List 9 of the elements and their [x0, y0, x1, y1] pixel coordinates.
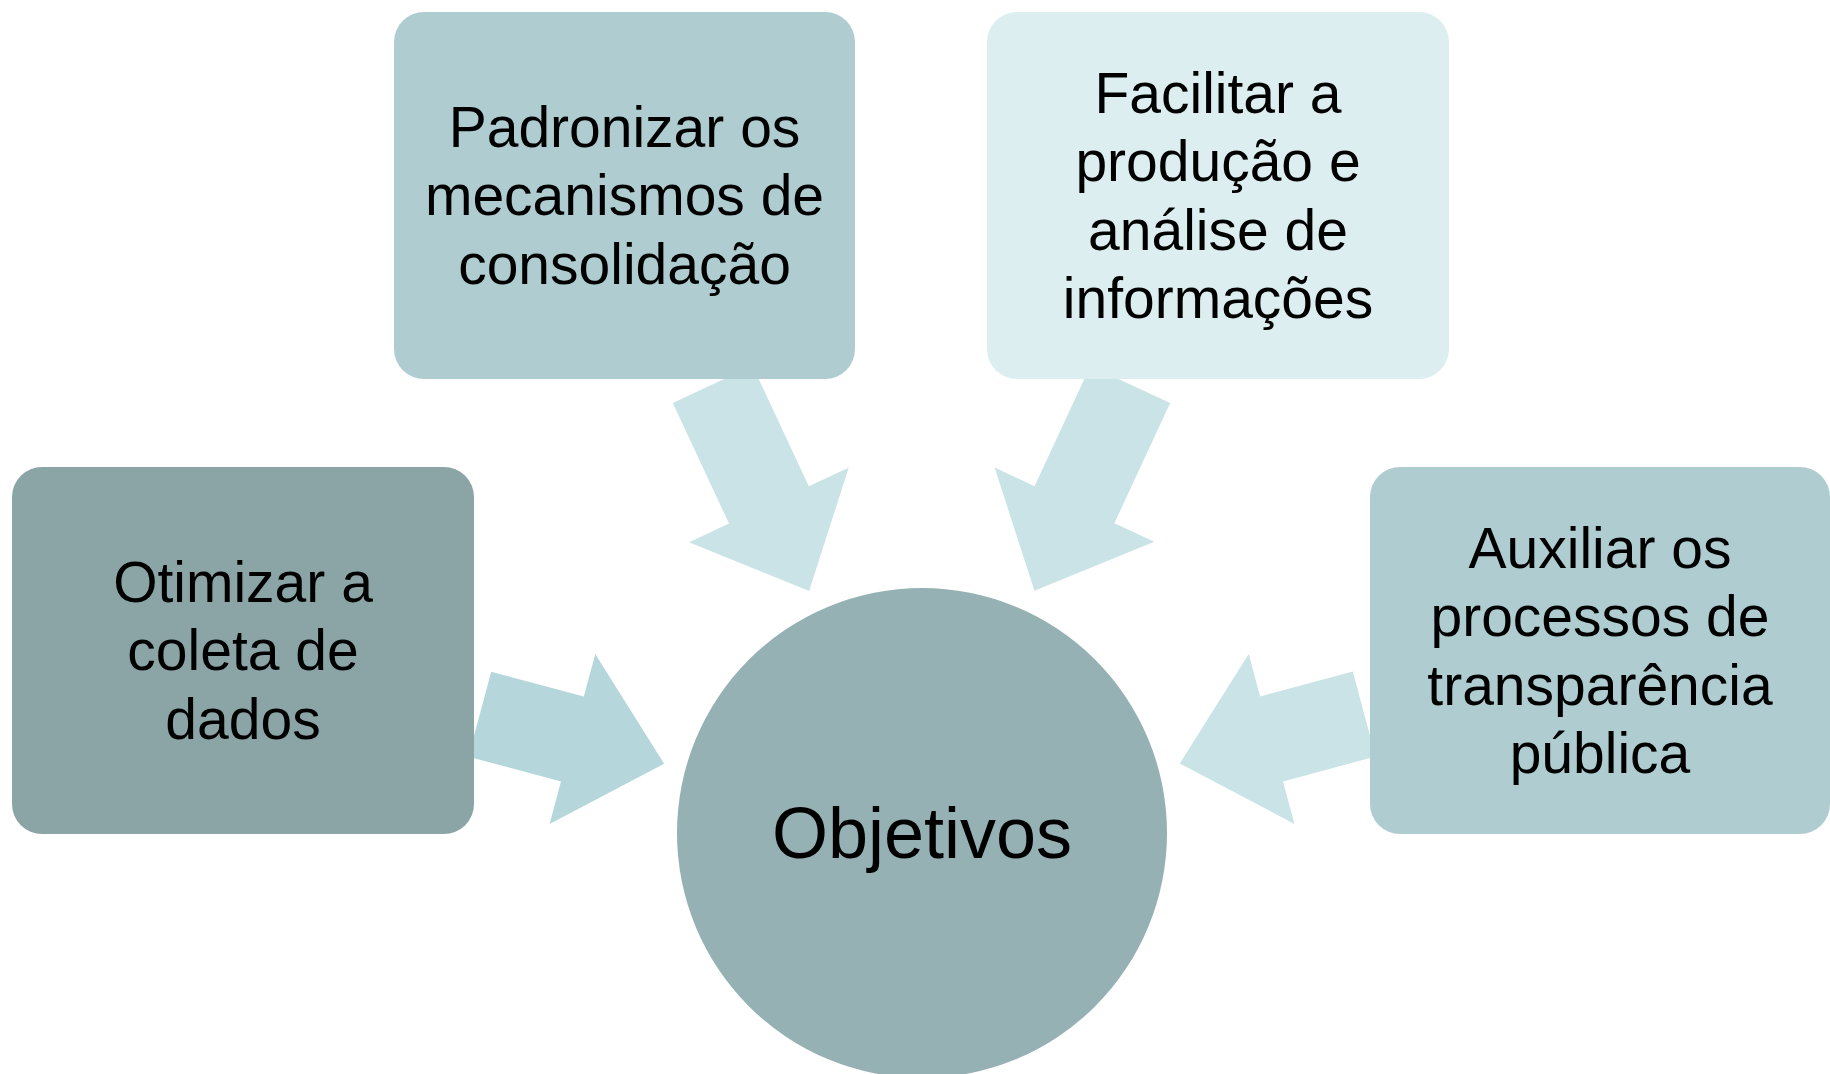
node-label: Facilitar a produção e análise de informações — [1061, 59, 1375, 332]
rounded-box — [1370, 467, 1830, 834]
center-label: Objetivos — [771, 791, 1073, 875]
rounded-box — [12, 467, 474, 834]
node-label: Otimizar a coleta de dados — [112, 548, 374, 753]
node-label: Auxiliar os processos de transparência pública — [1426, 514, 1774, 787]
node-label: Padronizar os mecanismos de consolidação — [423, 93, 826, 298]
rounded-box — [394, 12, 855, 379]
rounded-box — [987, 12, 1449, 379]
